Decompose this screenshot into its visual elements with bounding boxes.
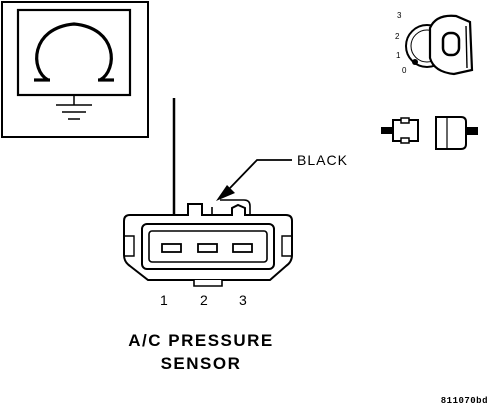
ignition-switch: 3 2 1 0 <box>395 11 474 76</box>
connector-disconnect-icon <box>381 116 478 150</box>
ignition-position-2: 2 <box>395 32 400 41</box>
pin-label-3: 3 <box>239 292 247 308</box>
caption-line-1: A/C PRESSURE <box>128 331 274 350</box>
pin-label-1: 1 <box>160 292 168 308</box>
ignition-position-1: 1 <box>396 51 401 60</box>
terminal-2 <box>197 243 218 253</box>
ohm-symbol-icon <box>34 22 114 82</box>
ignition-key-icon <box>428 14 474 76</box>
sensor-connector: 1 2 3 <box>123 199 293 308</box>
pin-label-2: 2 <box>200 292 208 308</box>
ignition-position-3: 3 <box>397 11 402 20</box>
terminal-3 <box>232 243 253 253</box>
ohmmeter <box>1 1 149 138</box>
caption-line-2: SENSOR <box>161 354 242 373</box>
wire-callout: BLACK <box>216 152 348 201</box>
ground-icon <box>56 95 92 120</box>
terminal-1 <box>161 243 182 253</box>
ignition-position-0: 0 <box>402 66 407 75</box>
wire-color-label: BLACK <box>297 152 348 168</box>
figure-id: 811070bd <box>441 396 488 406</box>
